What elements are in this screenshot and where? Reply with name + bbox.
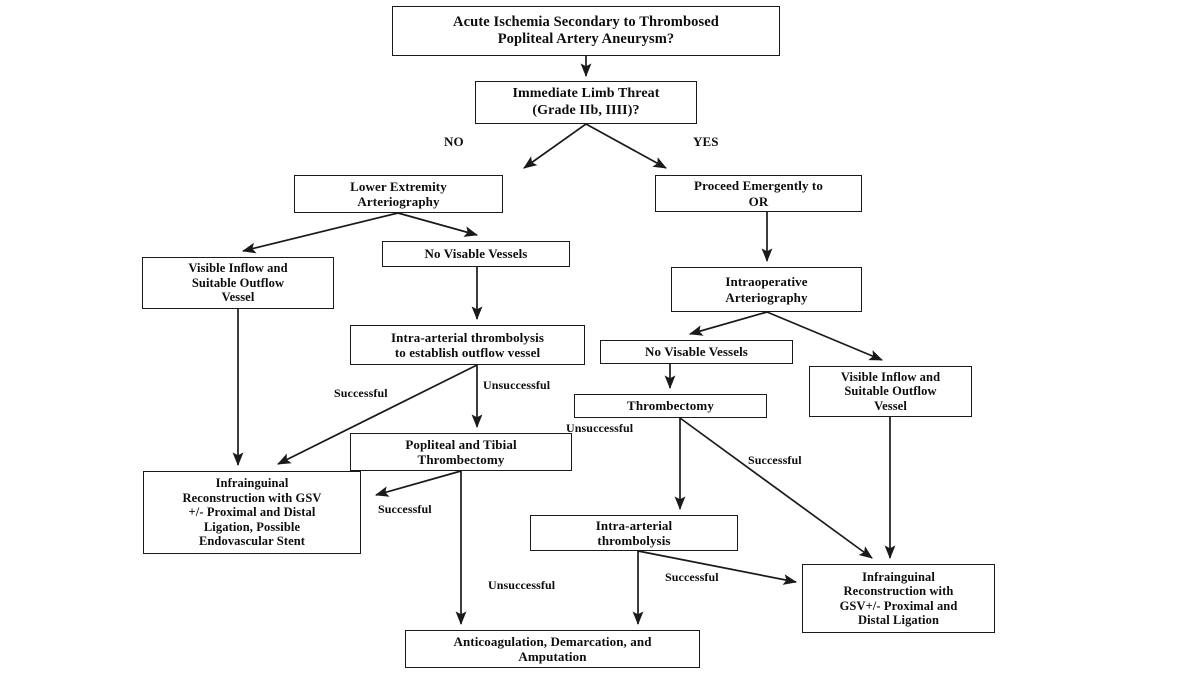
edge-thrombolysis-successful (277, 364, 478, 465)
node-label: No Visable Vessels (424, 246, 528, 262)
node-lower-extremity-arteriography: Lower Extremity Arteriography (294, 175, 503, 213)
label-unsuccessful-thrombectomy: Unsuccessful (566, 421, 634, 435)
node-label: Intra-arterial thrombolysis (595, 517, 673, 548)
edge-intraop-to-visible (766, 311, 883, 361)
node-infrainguinal-left: Infrainguinal Reconstruction with GSV +/… (143, 471, 361, 554)
node-visible-inflow-right: Visible Inflow and Suitable Outflow Vess… (809, 366, 972, 417)
node-label: Proceed Emergently to OR (694, 178, 823, 209)
node-thrombectomy: Thrombectomy (574, 394, 767, 418)
edge-limbthreat-to-proceed (585, 123, 667, 169)
node-intraoperative-arteriography: Intraoperative Arteriography (671, 267, 862, 312)
node-visible-inflow-left: Visible Inflow and Suitable Outflow Vess… (142, 257, 334, 309)
node-label: Anticoagulation, Demarcation, and Amputa… (453, 633, 652, 664)
edge-intraop-to-novisable (689, 311, 768, 336)
label-unsuccessful-thrombolysis-outflow: Unsuccessful (483, 378, 551, 392)
node-acute-ischemia: Acute Ischemia Secondary to Thrombosed P… (392, 6, 780, 56)
node-label: Thrombectomy (627, 398, 714, 414)
edge-limbthreat-to-lower (523, 123, 587, 169)
label-successful-intraarterial: Successful (665, 570, 719, 584)
edge-popliteal-successful (375, 470, 462, 497)
label-unsuccessful-popliteal: Unsuccessful (488, 578, 556, 592)
node-label: Popliteal and Tibial Thrombectomy (405, 436, 517, 467)
node-label: Intraoperative Arteriography (725, 274, 808, 305)
edge-thrombectomy-successful (679, 417, 873, 559)
node-intra-arterial-thrombolysis-outflow: Intra-arterial thrombolysis to establish… (350, 325, 585, 365)
node-label: Infrainguinal Reconstruction with GSV+/-… (839, 569, 958, 628)
label-successful-thrombolysis-outflow: Successful (334, 386, 388, 400)
node-label: Acute Ischemia Secondary to Thrombosed P… (453, 14, 719, 47)
node-intra-arterial-thrombolysis: Intra-arterial thrombolysis (530, 515, 738, 551)
edge-lower-to-novisable (397, 212, 478, 237)
label-successful-popliteal: Successful (378, 502, 432, 516)
node-label: Intra-arterial thrombolysis to establish… (390, 329, 545, 360)
edge-lower-to-visible (242, 212, 399, 254)
node-label: Immediate Limb Threat (Grade IIb, IIII)? (512, 86, 660, 118)
node-anticoagulation-amputation: Anticoagulation, Demarcation, and Amputa… (405, 630, 700, 668)
edge-intraarterial-successful (637, 550, 798, 585)
node-no-visable-vessels-right: No Visable Vessels (600, 340, 793, 364)
node-label: Visible Inflow and Suitable Outflow Vess… (840, 369, 941, 413)
node-label: Lower Extremity Arteriography (350, 178, 447, 209)
label-no: NO (444, 134, 464, 149)
node-label: Infrainguinal Reconstruction with GSV +/… (182, 476, 322, 549)
node-label: Visible Inflow and Suitable Outflow Vess… (188, 261, 288, 305)
node-limb-threat: Immediate Limb Threat (Grade IIb, IIII)? (475, 81, 697, 124)
node-infrainguinal-right: Infrainguinal Reconstruction with GSV+/-… (802, 564, 995, 633)
node-no-visable-vessels-left: No Visable Vessels (382, 241, 570, 267)
label-yes: YES (693, 134, 719, 149)
node-proceed-emergently-or: Proceed Emergently to OR (655, 175, 862, 212)
node-label: No Visable Vessels (645, 344, 748, 360)
label-successful-thrombectomy: Successful (748, 453, 802, 467)
node-popliteal-tibial-thrombectomy: Popliteal and Tibial Thrombectomy (350, 433, 572, 471)
